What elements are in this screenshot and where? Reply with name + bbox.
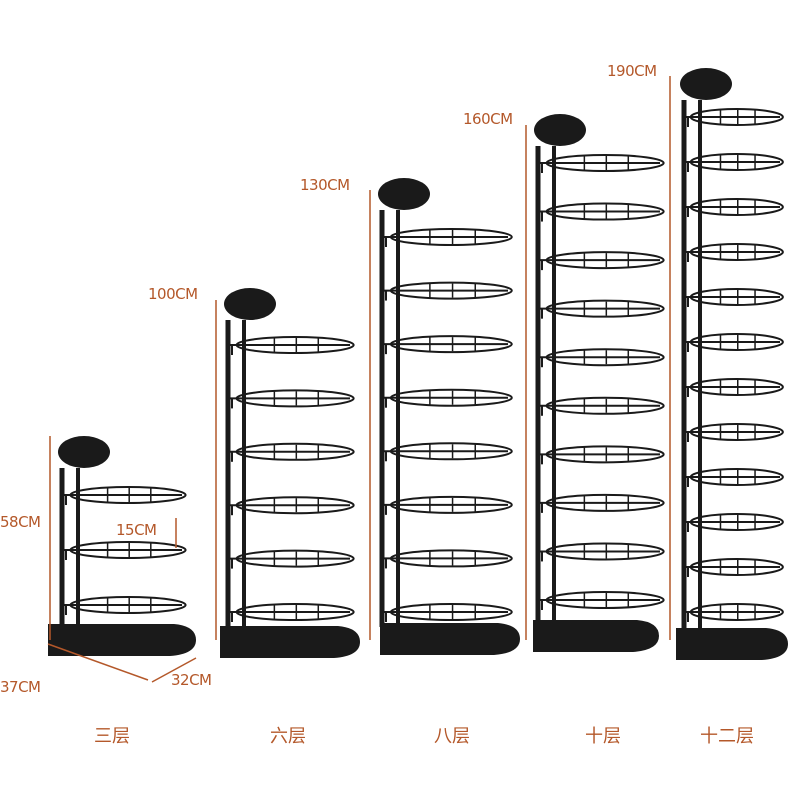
rack-sign-plate [58,436,110,468]
rack-shelf [684,288,784,307]
rack-8-tier [378,178,520,655]
rack-base [533,620,659,652]
rack-sign-plate [534,114,586,146]
rack-shelf [538,542,665,562]
width-line [151,657,197,683]
rack-shelf [228,549,355,569]
rack-shelf [538,493,665,513]
height-label-12-tier: 190CM [607,62,657,80]
rack-shelf [684,468,784,487]
rack-name-3-tier: 三层 [94,726,130,747]
rack-shelf [382,335,513,355]
rack-shelf [684,378,784,397]
rack-shelf [538,445,665,465]
rack-shelf [228,336,355,355]
rack-6-tier [220,288,360,658]
rack-shelf [684,198,784,217]
rack-shelf [62,486,187,505]
rack-12-tier [676,68,788,660]
rack-shelf [382,228,513,247]
rack-shelf [538,299,665,319]
width-label: 32CM [171,671,212,689]
dimension-lines [47,76,671,683]
rack-shelf [684,108,784,127]
rack-shelf [62,541,187,560]
depth-line [47,643,149,681]
rack-shelf [228,389,355,409]
rack-sign-plate [680,68,732,100]
rack-3-tier [48,436,196,656]
rack-base [676,628,788,660]
rack-shelf [538,251,665,271]
rack-shelf [684,153,784,172]
rack-name-12-tier: 十二层 [700,726,754,747]
rack-shelf [684,513,784,532]
height-label-10-tier: 160CM [463,110,513,128]
rack-shelf [228,603,355,622]
rack-shelf [62,596,187,615]
rack-shelf [684,603,784,622]
rack-shelf [684,333,784,352]
rack-name-8-tier: 八层 [434,726,470,747]
spacing-label: 15CM [116,521,157,539]
rack-base [48,624,196,656]
rack-base [220,626,360,658]
height-label-8-tier: 130CM [300,176,350,194]
rack-shelf [382,549,513,569]
rack-shelf [684,558,784,577]
rack-shelf [538,348,665,368]
rack-shelf [382,442,513,462]
rack-shelf [382,495,513,515]
rack-shelf [538,202,665,222]
rack-base [380,623,520,655]
rack-shelf [382,388,513,408]
rack-shelf [538,591,665,610]
rack-10-tier [533,114,665,652]
racks-group [48,68,788,660]
rack-shelf [538,154,665,173]
rack-shelf [684,423,784,442]
rack-shelf [538,396,665,416]
height-label-6-tier: 100CM [148,285,198,303]
rack-name-6-tier: 六层 [270,726,306,747]
height-label-3-tier: 58CM [0,513,41,531]
rack-sign-plate [224,288,276,320]
rack-shelf [228,496,355,516]
rack-name-10-tier: 十层 [585,726,621,747]
rack-shelf [228,442,355,462]
rack-sign-plate [378,178,430,210]
rack-shelf [382,281,513,301]
rack-shelf [684,243,784,262]
depth-label: 37CM [0,678,41,696]
rack-shelf [382,603,513,622]
